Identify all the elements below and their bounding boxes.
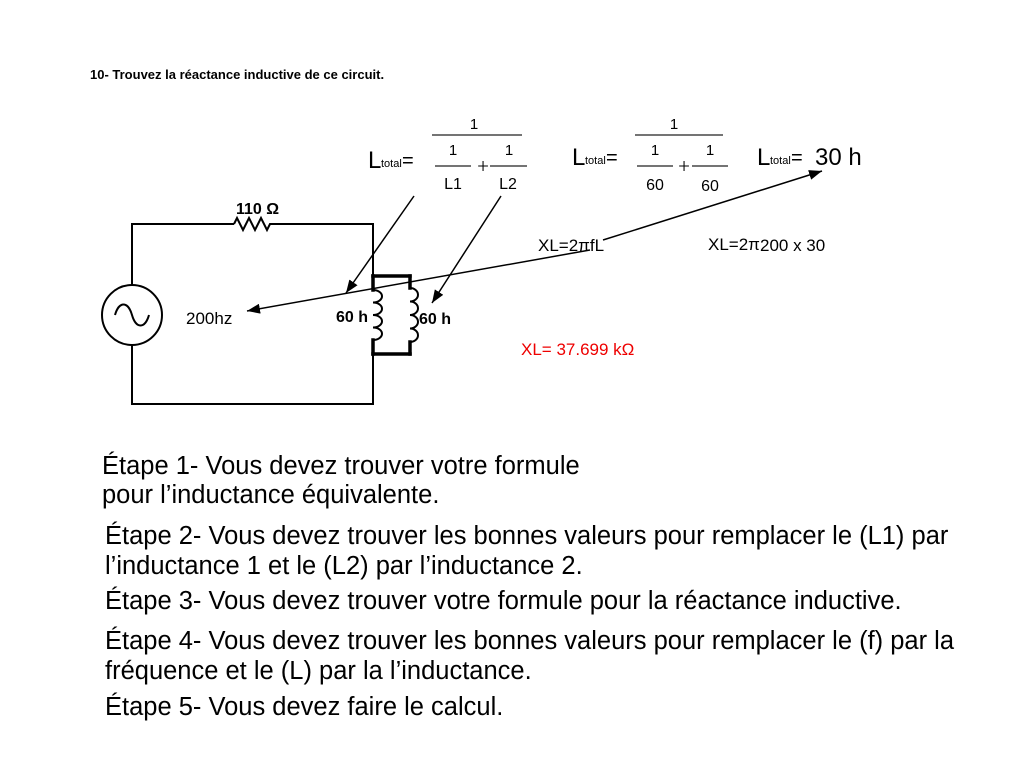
formula-equivalent-general: L total = 1 1 L1 + 1 L2 [368,116,527,193]
equals-sign: = [606,147,618,169]
fraction-numerator: 1 [670,116,678,133]
l-symbol: L [368,147,381,174]
parallel-inductors [371,274,419,356]
equals-sign: = [791,147,803,169]
instruction-steps: Étape 1- Vous devez trouver votre formul… [102,451,955,721]
l-subscript: total [770,155,791,167]
step-4: Étape 4- Vous devez trouver les bonnes v… [105,626,955,685]
step-1: Étape 1- Vous devez trouver votre formul… [102,451,580,509]
wire-left-top [131,223,234,285]
inductor-2-label: 60 h [419,311,451,328]
term-1-denominator: L1 [444,176,462,193]
reactance-result: XL= 37.699 kΩ [521,340,634,359]
annotation-arrows [246,170,823,314]
step-1-line-2: pour l’inductance équivalente. [102,481,439,509]
term-1-numerator: 1 [651,142,659,159]
l-subscript: total [381,158,402,170]
step-2: Étape 2- Vous devez trouver les bonnes v… [105,521,949,580]
l-symbol: L [572,144,585,171]
term-2-numerator: 1 [505,142,513,159]
step-4-line-2: fréquence et le (L) par la l’inductance. [105,657,532,685]
step-5: Étape 5- Vous devez faire le calcul. [105,692,503,721]
step-2-line-1: Étape 2- Vous devez trouver les bonnes v… [105,521,949,550]
inductor-1-label: 60 h [336,309,368,326]
term-1-denominator: 60 [646,177,664,194]
step-5-line-1: Étape 5- Vous devez faire le calcul. [105,692,503,721]
step-4-line-1: Étape 4- Vous devez trouver les bonnes v… [105,626,955,655]
term-2-numerator: 1 [706,142,714,159]
reactance-formula-values: 200 x 30 [760,236,825,255]
wire-bottom [131,345,374,405]
plus-sign: + [678,154,690,178]
reactance-formula-prefix: XL=2π [708,235,760,254]
step-3-line-1: Étape 3- Vous devez trouver votre formul… [105,586,902,615]
plus-sign: + [477,154,489,178]
step-3: Étape 3- Vous devez trouver votre formul… [105,586,902,615]
step-2-line-2: l’inductance 1 et le (L2) par l’inductan… [105,552,583,580]
reactance-formulas: XL=2πfL XL=2π 200 x 30 XL= 37.699 kΩ [521,235,825,359]
wire-top-right [272,223,374,276]
l-symbol: L [757,144,770,171]
resistor-label: 110 Ω [236,201,279,218]
arrow-l1-to-inductor-1 [345,195,415,294]
fraction-numerator: 1 [470,116,478,133]
term-1-numerator: 1 [449,142,457,159]
inductor-1-coil [372,289,383,341]
ac-source-symbol [101,284,163,346]
slide-title: 10- Trouvez la réactance inductive de ce… [90,67,384,82]
formula-equivalent-substituted: L total = 1 1 60 + 1 60 [572,116,728,195]
resistor-symbol [233,215,272,233]
term-2-denominator: L2 [499,176,517,193]
equals-sign: = [402,150,414,172]
arrow-l2-to-inductor-2 [431,195,502,304]
arrow-l-to-total-inductance [602,170,823,241]
step-1-line-1: Étape 1- Vous devez trouver votre formul… [102,451,580,480]
circuit-diagram: 110 Ω 200hz 60 h 60 h [101,201,451,405]
reactance-formula-general: XL=2πfL [538,236,604,255]
arrow-f-to-frequency [246,249,591,314]
total-inductance-value: 30 h [815,144,862,171]
source-frequency-label: 200hz [186,309,232,328]
inductor-2-coil [409,287,419,343]
formula-equivalent-result: L total = 30 h [757,144,862,171]
sine-wave-icon [114,303,150,327]
l-subscript: total [585,155,606,167]
term-2-denominator: 60 [701,178,719,195]
